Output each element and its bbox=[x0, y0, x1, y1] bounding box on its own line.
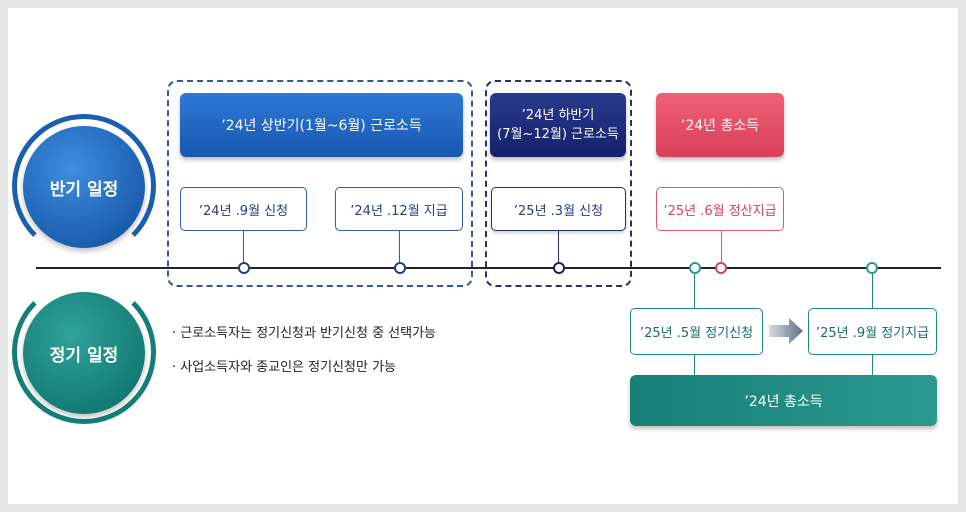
second-half-group bbox=[485, 80, 632, 287]
diagram-canvas bbox=[8, 8, 958, 504]
note-2: · 사업소득자와 종교인은 정기신청만 가능 bbox=[172, 360, 396, 375]
first-half-pay-box: ’24년 .12월 지급 bbox=[335, 187, 463, 231]
regular-apply-dot bbox=[689, 262, 701, 274]
regular-pay-connector-bottom bbox=[872, 355, 873, 375]
regular-schedule-arc bbox=[12, 280, 156, 424]
total-income-half-title: ’24년 총소득 bbox=[656, 93, 784, 157]
regular-apply-box: ’25년 .5월 정기신청 bbox=[630, 308, 763, 355]
regular-apply-connector-top bbox=[694, 274, 695, 308]
second-half-title-line2: (7월~12월) 근로소득 bbox=[497, 127, 619, 142]
regular-pay-connector-top bbox=[872, 274, 873, 308]
settlement-connector bbox=[721, 231, 722, 262]
first-half-apply-box: ’24년 .9월 신청 bbox=[180, 187, 307, 231]
regular-apply-connector-bottom bbox=[694, 355, 695, 375]
first-half-apply-dot bbox=[238, 262, 250, 274]
first-half-title: ’24년 상반기(1월~6월) 근로소득 bbox=[180, 93, 463, 157]
half-settlement-box: ’25년 .6월 정산지급 bbox=[656, 187, 784, 231]
regular-total-income-bar: ’24년 총소득 bbox=[630, 375, 937, 426]
regular-pay-dot bbox=[866, 262, 878, 274]
second-half-connector bbox=[558, 231, 559, 262]
first-half-pay-connector bbox=[399, 231, 400, 262]
regular-schedule-label: 정기 일정 bbox=[23, 292, 145, 414]
note-2-text: 사업소득자와 종교인은 정기신청만 가능 bbox=[180, 360, 396, 375]
half-schedule-label: 반기 일정 bbox=[23, 126, 145, 248]
timeline-axis bbox=[36, 267, 941, 269]
first-half-group bbox=[167, 80, 473, 287]
first-half-pay-dot bbox=[394, 262, 406, 274]
note-1: · 근로소득자는 정기신청과 반기신청 중 선택가능 bbox=[172, 326, 436, 341]
arrow-icon bbox=[767, 316, 805, 346]
second-half-title: ’24년 하반기 (7월~12월) 근로소득 bbox=[490, 93, 626, 157]
half-schedule-arc bbox=[12, 114, 156, 258]
note-1-text: 근로소득자는 정기신청과 반기신청 중 선택가능 bbox=[180, 326, 436, 341]
second-half-title-line1: ’24년 하반기 bbox=[521, 108, 595, 123]
settlement-dot bbox=[715, 262, 727, 274]
first-half-apply-connector bbox=[243, 231, 244, 262]
second-half-dot bbox=[553, 262, 565, 274]
second-half-apply-box: ’25년 .3월 신청 bbox=[491, 187, 626, 231]
regular-pay-box: ’25년 .9월 정기지급 bbox=[808, 308, 937, 355]
